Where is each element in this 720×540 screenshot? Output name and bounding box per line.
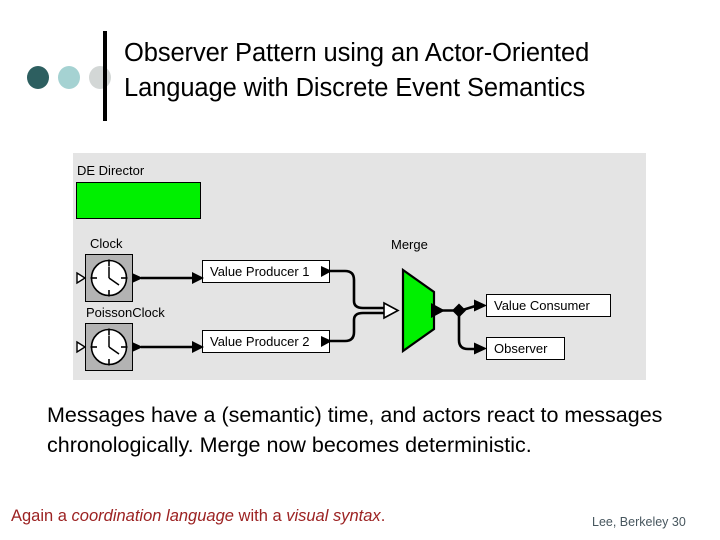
footer-note-emphasis-2: visual syntax xyxy=(286,507,381,525)
slide-title-line-2: Language with Discrete Event Semantics xyxy=(124,74,586,102)
clock-2-input-port-icon xyxy=(76,340,87,354)
title-decoration-dots xyxy=(27,66,111,90)
merge-output-port-icon xyxy=(431,303,445,318)
actor-observer[interactable]: Observer xyxy=(486,337,565,360)
footer-note: Again a coordination language with a vis… xyxy=(11,507,385,526)
decor-dot-dark-teal-icon xyxy=(27,66,49,89)
relation-junction-icon xyxy=(452,303,466,318)
actor-value-producer-2[interactable]: Value Producer 2 xyxy=(202,330,330,353)
clock-icon xyxy=(90,328,128,366)
footer-note-part-3: . xyxy=(380,507,386,525)
merge-label: Merge xyxy=(391,237,428,252)
producer-1-output-port-icon xyxy=(321,266,332,277)
block-diagram-panel: DE Director Clock PoissonClock Value Pro… xyxy=(73,153,646,380)
wire-producer2-to-merge xyxy=(330,311,386,343)
wire-producer1-to-merge xyxy=(330,269,386,310)
de-director-box[interactable] xyxy=(76,182,201,219)
slide-body-text: Messages have a (semantic) time, and act… xyxy=(47,403,663,457)
producer-2-input-arrow-icon xyxy=(192,341,204,353)
poisson-clock-label: PoissonClock xyxy=(86,305,165,320)
clock-icon xyxy=(90,259,128,297)
decor-dot-light-gray-icon xyxy=(89,66,111,89)
clock-label: Clock xyxy=(90,236,123,251)
clock-2-output-port-icon xyxy=(132,342,143,352)
de-director-label: DE Director xyxy=(77,163,145,178)
merge-actor-shape[interactable] xyxy=(401,267,436,354)
decor-dot-light-teal-icon xyxy=(58,66,80,89)
title-vertical-rule xyxy=(103,31,107,121)
wire-junction-to-observer xyxy=(457,313,477,351)
actor-value-producer-1[interactable]: Value Producer 1 xyxy=(202,260,330,283)
clock-1-output-port-icon xyxy=(132,273,143,283)
footer-note-part-1: Again a xyxy=(11,507,72,525)
slide-title-line-1: Observer Pattern using an Actor-Oriented xyxy=(124,39,590,67)
clock-1-input-port-icon xyxy=(76,271,87,285)
footer-note-part-2: with a xyxy=(233,507,287,525)
diagram-connections xyxy=(76,266,487,355)
producer-2-output-port-icon xyxy=(321,336,332,347)
observer-input-arrow-icon xyxy=(474,342,487,355)
footer-note-emphasis-1: coordination language xyxy=(71,507,234,525)
footer-credit: Lee, Berkeley 30 xyxy=(592,515,686,529)
actor-value-consumer[interactable]: Value Consumer xyxy=(486,294,611,317)
producer-1-input-arrow-icon xyxy=(192,272,204,284)
merge-input-port-icon xyxy=(383,301,400,320)
slide-title: Observer Pattern using an Actor-Oriented… xyxy=(124,36,700,106)
value-consumer-input-arrow-icon xyxy=(474,299,487,312)
